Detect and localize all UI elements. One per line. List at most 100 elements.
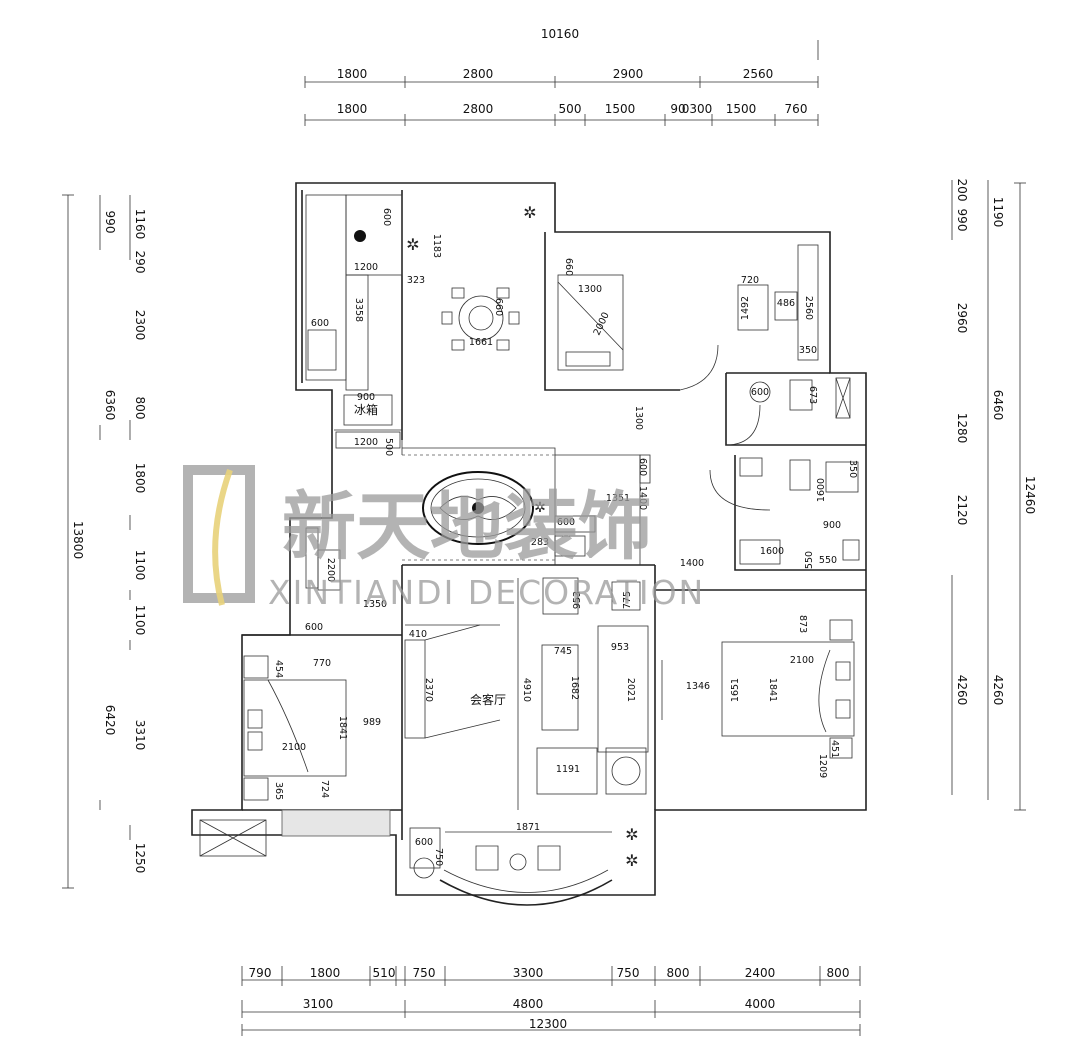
l2200-label: 2200 [325,558,336,582]
w724-label: 724 [319,780,330,798]
w770-label: 770 [313,658,331,669]
dim-right1-e: 2120 [955,495,969,526]
plant-icon: ✲ [625,825,638,844]
n1841-label: 1841 [767,678,778,702]
dim-left1-c: 6420 [103,705,117,736]
living-room: 410 2370 953 775 745 953 1682 2021 4910 … [404,577,649,810]
dim-bot1-g: 800 [667,966,690,980]
w1841-label: 1841 [337,716,348,740]
dim-top2-c: 500 [559,102,582,116]
n873-label: 873 [797,615,808,633]
dim-top2-h: 760 [785,102,808,116]
dim-top2-b: 2800 [463,102,494,116]
dim-left2-d: 800 [133,397,147,420]
m953b-label: 953 [611,642,629,653]
top-dimensions: 10160 1800 2800 2900 2560 1800 2800 500 … [304,27,819,126]
m2021-label: 2021 [625,678,636,702]
c1300-label: 1300 [633,406,644,430]
m1682-label: 1682 [569,676,580,700]
e283-label: 283 [531,537,549,548]
dim-left2-c: 2300 [133,310,147,341]
k323-label: 323 [407,275,425,286]
dim-left2-g: 1100 [133,605,147,636]
dim-left2-h: 3310 [133,720,147,751]
dim-right2-c: 4260 [991,675,1005,706]
dim-top-total: 10160 [541,27,579,41]
bath600-label: 600 [751,387,769,398]
dim-right1-d: 1280 [955,413,969,444]
dim-bot1-e: 3300 [513,966,544,980]
n1651-label: 1651 [730,678,741,702]
right-dimensions: 200 990 2960 1280 2120 4260 1190 6460 42… [951,179,1037,811]
m2370-label: 2370 [423,678,434,702]
watermark-chinese: 新天地装饰 [282,484,652,570]
entry-oval-rug [422,471,534,545]
dim-bot1-b: 1800 [310,966,341,980]
e1400-label: 1400 [637,486,648,510]
bottom-dimensions: 790 1800 510 750 3300 750 800 2400 800 3… [241,966,861,1036]
dim-left2-i: 1250 [133,843,147,874]
k1200-label: 1200 [354,262,378,273]
k1183-label: 1183 [431,234,442,258]
d660-label: 660 [493,298,504,316]
dim-top1-b: 2800 [463,67,494,81]
bedroom-top-right: 660 1300 2000 720 1492 486 2560 350 [557,244,819,391]
dim-bot2-c: 4000 [745,997,776,1011]
b660-label: 660 [563,258,574,276]
dim-bot1-h: 2400 [745,966,776,980]
b350-label: 350 [799,345,817,356]
b2560-label: 2560 [803,296,814,320]
m953-label: 953 [572,591,583,609]
bal1871-label: 1871 [516,822,540,833]
dim-right1-b: 990 [955,209,969,232]
dim-right1-c: 2960 [955,303,969,334]
plant-icon: ✲ [625,851,638,870]
living-room-label: 会客厅 [470,692,506,707]
plant-icon: ✲ [534,500,546,516]
k900-label: 900 [357,392,375,403]
w2100-label: 2100 [282,742,306,753]
w989-label: 989 [363,717,381,728]
dim-top1-d: 2560 [743,67,774,81]
k3358-label: 3358 [353,298,364,322]
dim-right1-a: 200 [955,179,969,202]
l1350-label: 1350 [363,599,387,610]
dining-area: 1661 660 [441,287,520,351]
kitchen: 600 1183 1200 323 3358 600 900 冰箱 1200 5… [305,194,442,456]
dim-left1-a: 990 [103,211,117,234]
b486-label: 486 [777,298,795,309]
f1600b-label: 1600 [760,546,784,557]
dim-right2-a: 1190 [991,197,1005,228]
dim-top2-g: 1500 [726,102,757,116]
dim-bot1-a: 790 [249,966,272,980]
bath673-label: 673 [807,386,818,404]
fridge-label: 冰箱 [354,402,378,417]
m745-label: 745 [554,646,572,657]
e600b-label: 600 [557,517,575,528]
bedroom-bottom-right: 1346 873 2100 1651 1841 451 1209 [661,615,855,778]
dim-left-total: 13800 [71,521,85,559]
dim-bot-total: 12300 [529,1017,567,1031]
b1492-label: 1492 [740,296,751,320]
dim-top2-d: 1500 [605,102,636,116]
dim-bot1-d: 750 [413,966,436,980]
watermark-english: XINTIANDI DECORATION [268,573,705,612]
dim-bot2-a: 3100 [303,997,334,1011]
n1346-label: 1346 [686,681,710,692]
dim-right1-f: 4260 [955,675,969,706]
f1600-label: 1600 [816,478,827,502]
m1191-label: 1191 [556,764,580,775]
dim-left2-a: 1160 [133,209,147,240]
w365-label: 365 [273,782,284,800]
n1209-label: 1209 [817,754,828,778]
left-dimensions: 13800 990 6360 6420 1160 290 2300 800 18… [62,194,147,889]
k600-label: 600 [381,208,392,226]
balcony: 1871 600 750 [199,809,613,906]
h1400-label: 1400 [680,558,704,569]
b1300-label: 1300 [578,284,602,295]
m4910-label: 4910 [521,678,532,702]
w454-label: 454 [273,660,284,678]
dim-right2-b: 6460 [991,390,1005,421]
l600-label: 600 [305,622,323,633]
n2100-label: 2100 [790,655,814,666]
